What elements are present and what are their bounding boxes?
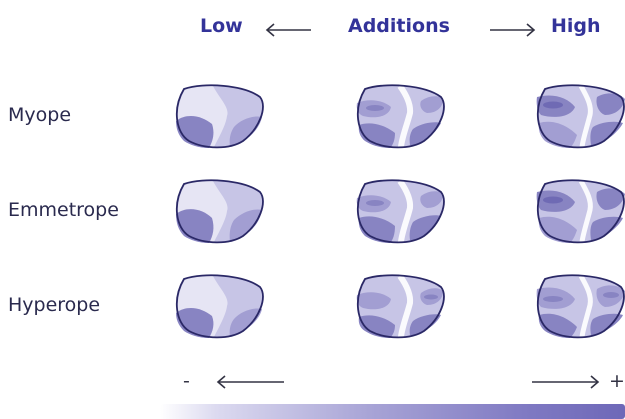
lens-hyperope-high	[536, 274, 625, 339]
lens-myope-low	[175, 84, 264, 149]
minus-sign: -	[183, 370, 190, 392]
right-arrow-icon	[490, 23, 536, 37]
lens-emmetrope-mid	[356, 179, 445, 244]
row-label-hyperope: Hyperope	[8, 294, 101, 316]
gradient-scale-bar	[160, 404, 625, 419]
low-label: Low	[200, 15, 243, 37]
lens-hyperope-low	[175, 274, 264, 339]
lens-myope-high	[536, 84, 625, 149]
row-label-myope: Myope	[8, 104, 72, 126]
additions-title: Additions	[348, 15, 450, 37]
lens-emmetrope-low	[175, 179, 264, 244]
high-label: High	[551, 15, 601, 37]
lens-emmetrope-high	[536, 179, 625, 244]
left-scale-arrow-icon	[216, 375, 284, 389]
right-scale-arrow-icon	[532, 375, 600, 389]
plus-sign: +	[609, 370, 625, 392]
lens-myope-mid	[356, 84, 445, 149]
lens-hyperope-mid	[356, 274, 445, 339]
left-arrow-icon	[265, 23, 311, 37]
row-label-emmetrope: Emmetrope	[8, 199, 119, 221]
